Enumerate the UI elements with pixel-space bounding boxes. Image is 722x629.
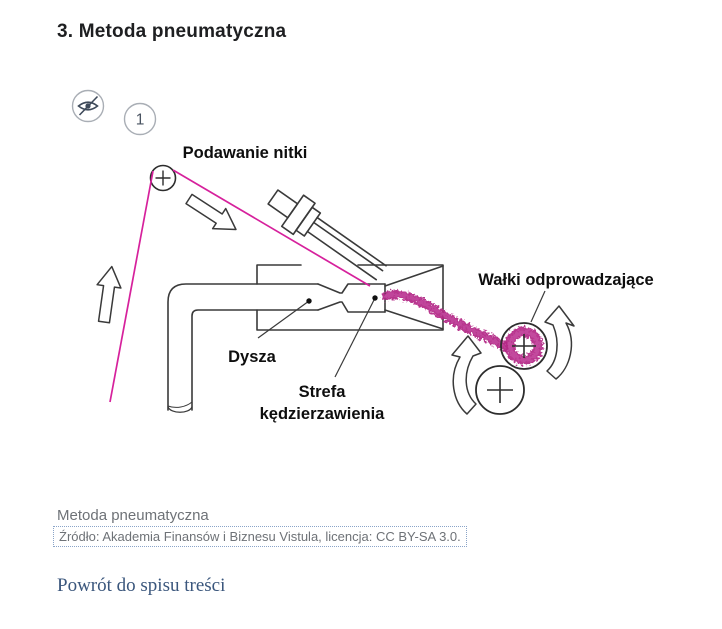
pointer-rollers (530, 290, 546, 323)
figure-caption: Metoda pneumatyczna (57, 507, 209, 524)
casing-body (256, 264, 444, 331)
step-badge-circle (123, 102, 157, 136)
thread-to-nozzle (172, 169, 371, 287)
back-to-toc-link[interactable]: Powrót do spisu treści (57, 575, 226, 596)
arrow-diagonal (185, 193, 237, 231)
nozzle-top (317, 283, 386, 294)
label-crimp-zone-line1: Strefa (299, 383, 347, 401)
step-badge-number: 1 (136, 112, 145, 129)
arrow-up (96, 265, 122, 324)
air-pipe (167, 283, 319, 411)
air-pipe-cap-lip (167, 401, 193, 408)
feed-tube (267, 189, 387, 281)
arrow-rotate-left (451, 335, 482, 415)
visibility-toggle[interactable] (71, 89, 105, 123)
crimped-yarn (381, 290, 543, 365)
take-off-rollers (475, 322, 548, 415)
label-take-off-rollers: Wałki odprowadzające (478, 271, 653, 289)
casing-top-left (256, 264, 302, 285)
pneumatic-method-diagram: 1 (71, 89, 654, 423)
pointer-crimp-zone (334, 297, 376, 378)
label-thread-feed: Podawanie nitki (183, 144, 308, 162)
eye-off-icon (77, 95, 99, 116)
nozzle-bottom (317, 301, 386, 313)
funnel-top (384, 265, 444, 287)
roller-top (500, 322, 548, 370)
air-pipe-inner (191, 309, 319, 411)
arrow-rotate-right (544, 305, 575, 380)
label-pointers (257, 290, 546, 378)
figure-source-attribution[interactable]: Źródło: Akademia Finansów i Biznesu Vist… (53, 526, 467, 547)
funnel-bottom (384, 309, 444, 330)
thread-guide-pulley (149, 164, 177, 192)
thread-in (109, 170, 154, 403)
machine-outline (167, 189, 444, 413)
flow-arrows (96, 193, 575, 415)
air-pipe-cap (167, 406, 193, 413)
pointer-nozzle (257, 300, 310, 339)
label-crimp-zone-line2: kędzierzawienia (260, 405, 386, 423)
label-nozzle: Dysza (228, 348, 277, 366)
page-title: 3. Metoda pneumatyczna (57, 21, 287, 42)
step-badge[interactable]: 1 (123, 102, 157, 136)
